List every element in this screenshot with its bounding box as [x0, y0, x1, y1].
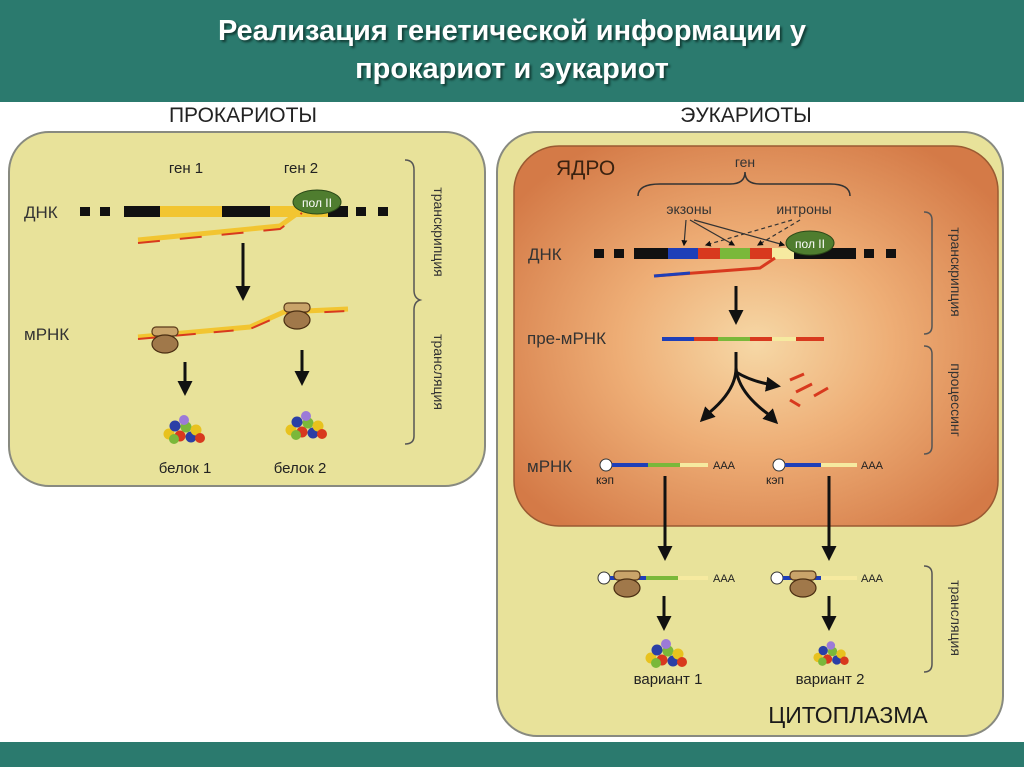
pre-mrna-label: пре-мРНК — [527, 329, 606, 348]
prokaryote-ribosome-1 — [151, 326, 179, 354]
variant-1-label: вариант 1 — [634, 671, 703, 688]
pre-mrna-strand — [662, 337, 824, 341]
prokaryote-mrna-strand — [137, 306, 349, 340]
eukaryote-stage-processing: процессинг — [948, 363, 964, 436]
eukaryote-ribosome-2 — [789, 570, 817, 598]
cap-label-2: кэп — [766, 473, 784, 487]
gene-brace — [637, 171, 851, 197]
eukaryote-dna-strand — [594, 248, 896, 259]
footer-bar — [0, 742, 1024, 767]
prokaryote-stage-translation: трансляция — [431, 334, 447, 410]
protein-1-label: белок 1 — [159, 460, 212, 477]
title-line-2: прокариот и эукариот — [355, 53, 669, 85]
eukaryotes-heading: ЭУКАРИОТЫ — [680, 104, 812, 127]
cytoplasm-label: ЦИТОПЛАЗМА — [768, 702, 928, 728]
prokaryote-nascent-rna-pattern — [137, 212, 303, 244]
protein-2-label: белок 2 — [274, 460, 327, 477]
prokaryotes-heading: ПРОКАРИОТЫ — [169, 104, 317, 127]
introns-label: интроны — [776, 201, 831, 217]
nucleus — [513, 145, 999, 527]
prokaryote-polymerase-label: пол II — [302, 196, 332, 210]
eukaryote-dna-label: ДНК — [528, 245, 562, 264]
prokaryote-dna-label: ДНК — [24, 203, 58, 222]
polya-4: ААА — [861, 573, 884, 585]
eukaryote-ribosome-1 — [613, 570, 641, 598]
nucleus-label: ЯДРО — [556, 157, 615, 180]
bracket-translation — [923, 565, 933, 673]
eukaryote-mrna-label: мРНК — [527, 457, 572, 476]
polya-2: ААА — [861, 460, 884, 472]
mrna-variant-1 — [599, 458, 708, 472]
eukaryote-polymerase-label: пол II — [795, 237, 825, 251]
title-line-1: Реализация генетической информации у — [217, 15, 807, 47]
prokaryote-polymerase — [292, 189, 342, 215]
prokaryote-nascent-rna — [137, 207, 304, 243]
prokaryote-stage-bracket — [404, 159, 423, 445]
slide-title: Реализация генетической информации у про… — [0, 12, 1024, 88]
title-bar — [0, 0, 1024, 102]
prokaryote-stage-transcription: транскрипция — [431, 187, 447, 276]
bracket-transcription — [923, 211, 933, 335]
prokaryote-mrna-pattern — [137, 310, 349, 340]
exons-label: экзоны — [666, 201, 711, 217]
eukaryote-stage-translation: трансляция — [948, 580, 964, 656]
prokaryote-dna-strand — [80, 206, 388, 217]
prokaryote-mrna-label: мРНК — [24, 325, 69, 344]
gene1-label: ген 1 — [169, 160, 203, 177]
eukaryote-nascent-rna-exon — [653, 271, 691, 278]
mrna-variant-2 — [772, 458, 857, 472]
gene-label: ген — [735, 154, 755, 170]
eukaryote-stage-transcription: транскрипция — [948, 227, 964, 316]
excised-introns — [789, 372, 829, 408]
prokaryote-ribosome-2 — [283, 302, 311, 330]
cap-label-1: кэп — [596, 473, 614, 487]
polya-3: ААА — [713, 573, 736, 585]
bracket-processing — [923, 345, 933, 455]
intron-removal-arrow — [735, 370, 781, 392]
eukaryote-polymerase — [785, 230, 835, 256]
variant-2-label: вариант 2 — [796, 671, 865, 688]
prokaryote-cell — [8, 131, 486, 487]
gene2-label: ген 2 — [284, 160, 318, 177]
exon-intron-pointers — [681, 219, 801, 247]
polya-1: ААА — [713, 460, 736, 472]
